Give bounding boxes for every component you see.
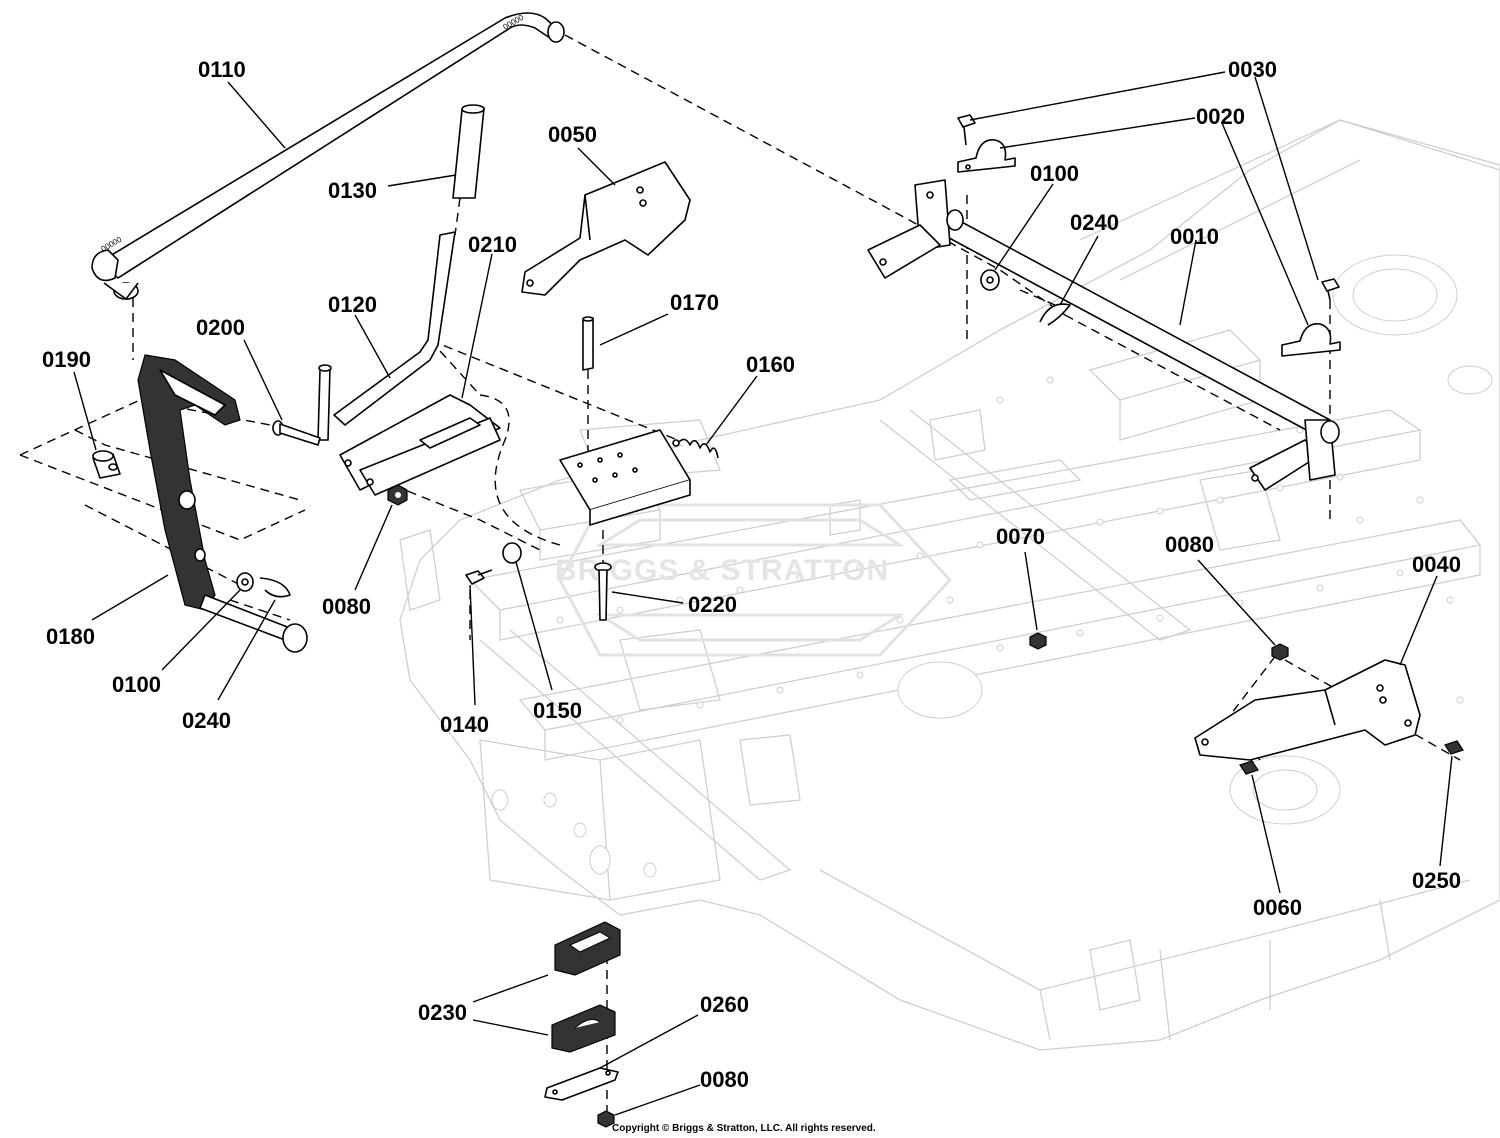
callout-0150: 0150	[533, 698, 582, 723]
part-0020-strap-b	[1281, 323, 1341, 357]
callout-0180: 0180	[46, 624, 95, 649]
part-0200-pin	[272, 420, 321, 446]
part-pivot-block	[559, 429, 691, 526]
part-0230-clamp-upper	[554, 921, 621, 976]
part-0230-clamp-lower	[551, 1004, 616, 1053]
callout-0080-c: 0080	[700, 1067, 749, 1092]
part-0170-pin	[582, 316, 594, 371]
frame-holes	[556, 376, 1464, 724]
part-0100-washer-b	[980, 269, 1000, 291]
watermark-text: BRIGGS & STRATTON	[555, 554, 889, 587]
part-0080-nut-c	[597, 1110, 615, 1128]
callout-0260: 0260	[700, 992, 749, 1017]
callout-0040: 0040	[1412, 552, 1461, 577]
part-0040-bracket	[1194, 659, 1421, 761]
callout-0120: 0120	[328, 292, 377, 317]
part-0080-nut-b	[1271, 643, 1289, 661]
part-0150-washer	[502, 542, 522, 564]
part-0030-bolt-a	[957, 114, 976, 146]
callout-0110: 0110	[198, 57, 246, 82]
part-0010-cross-shaft	[867, 179, 1340, 491]
callout-0080-a: 0080	[322, 594, 371, 619]
callout-0160: 0160	[746, 352, 795, 377]
callout-0080-b: 0080	[1165, 532, 1214, 557]
callout-0210: 0210	[468, 232, 517, 257]
callout-0170: 0170	[670, 290, 719, 315]
callout-0050: 0050	[548, 122, 597, 147]
part-0030-bolt-b	[1321, 278, 1340, 301]
callout-0200: 0200	[196, 315, 245, 340]
callout-0240-b: 0240	[1070, 210, 1119, 235]
part-0180-pedal-lever	[137, 354, 241, 611]
part-0240-hairpin-b	[1039, 303, 1071, 326]
part-0060-bolt	[1239, 760, 1259, 775]
part-0240-hairpin-a	[259, 577, 291, 598]
callout-0060: 0060	[1253, 895, 1302, 920]
part-0220-pin	[594, 562, 612, 621]
part-0140-bolt	[465, 569, 493, 585]
part-0070-nut	[1029, 632, 1047, 650]
copyright-notice: Copyright © Briggs & Stratton, LLC. All …	[612, 1123, 876, 1134]
callout-0130: 0130	[328, 178, 377, 203]
callout-0240-a: 0240	[182, 708, 231, 733]
callout-0030: 0030	[1228, 57, 1277, 82]
brand-watermark: BRIGGS & STRATTON	[555, 503, 953, 657]
callout-0070: 0070	[996, 524, 1045, 549]
part-0160-spring	[672, 438, 719, 459]
part-0100-washer-a	[236, 572, 254, 592]
mower-chassis	[399, 119, 1500, 1051]
callout-labels: 0110 0130 0050 0210 0120 0200 0190 0170 …	[42, 57, 1461, 1092]
callout-0230: 0230	[418, 1000, 467, 1025]
callout-0010: 0010	[1170, 224, 1219, 249]
callout-0140: 0140	[440, 712, 489, 737]
callout-0220: 0220	[688, 592, 737, 617]
part-0130-grip	[452, 104, 485, 199]
part-pedal-shaft	[199, 594, 308, 653]
leader-lines	[73, 71, 1453, 1116]
part-0210-arm-bracket	[339, 394, 501, 496]
part-0250-bolt	[1444, 740, 1464, 755]
callout-0190: 0190	[42, 347, 91, 372]
part-0120-lift-handle	[317, 231, 456, 441]
callout-0020: 0020	[1196, 104, 1245, 129]
callout-0100-b: 0100	[1030, 161, 1079, 186]
part-0190-spacer	[92, 450, 121, 479]
part-0080-nut-a	[387, 484, 408, 506]
part-0050-bracket	[521, 161, 691, 296]
callout-0250: 0250	[1412, 868, 1461, 893]
callout-0100-a: 0100	[112, 672, 161, 697]
